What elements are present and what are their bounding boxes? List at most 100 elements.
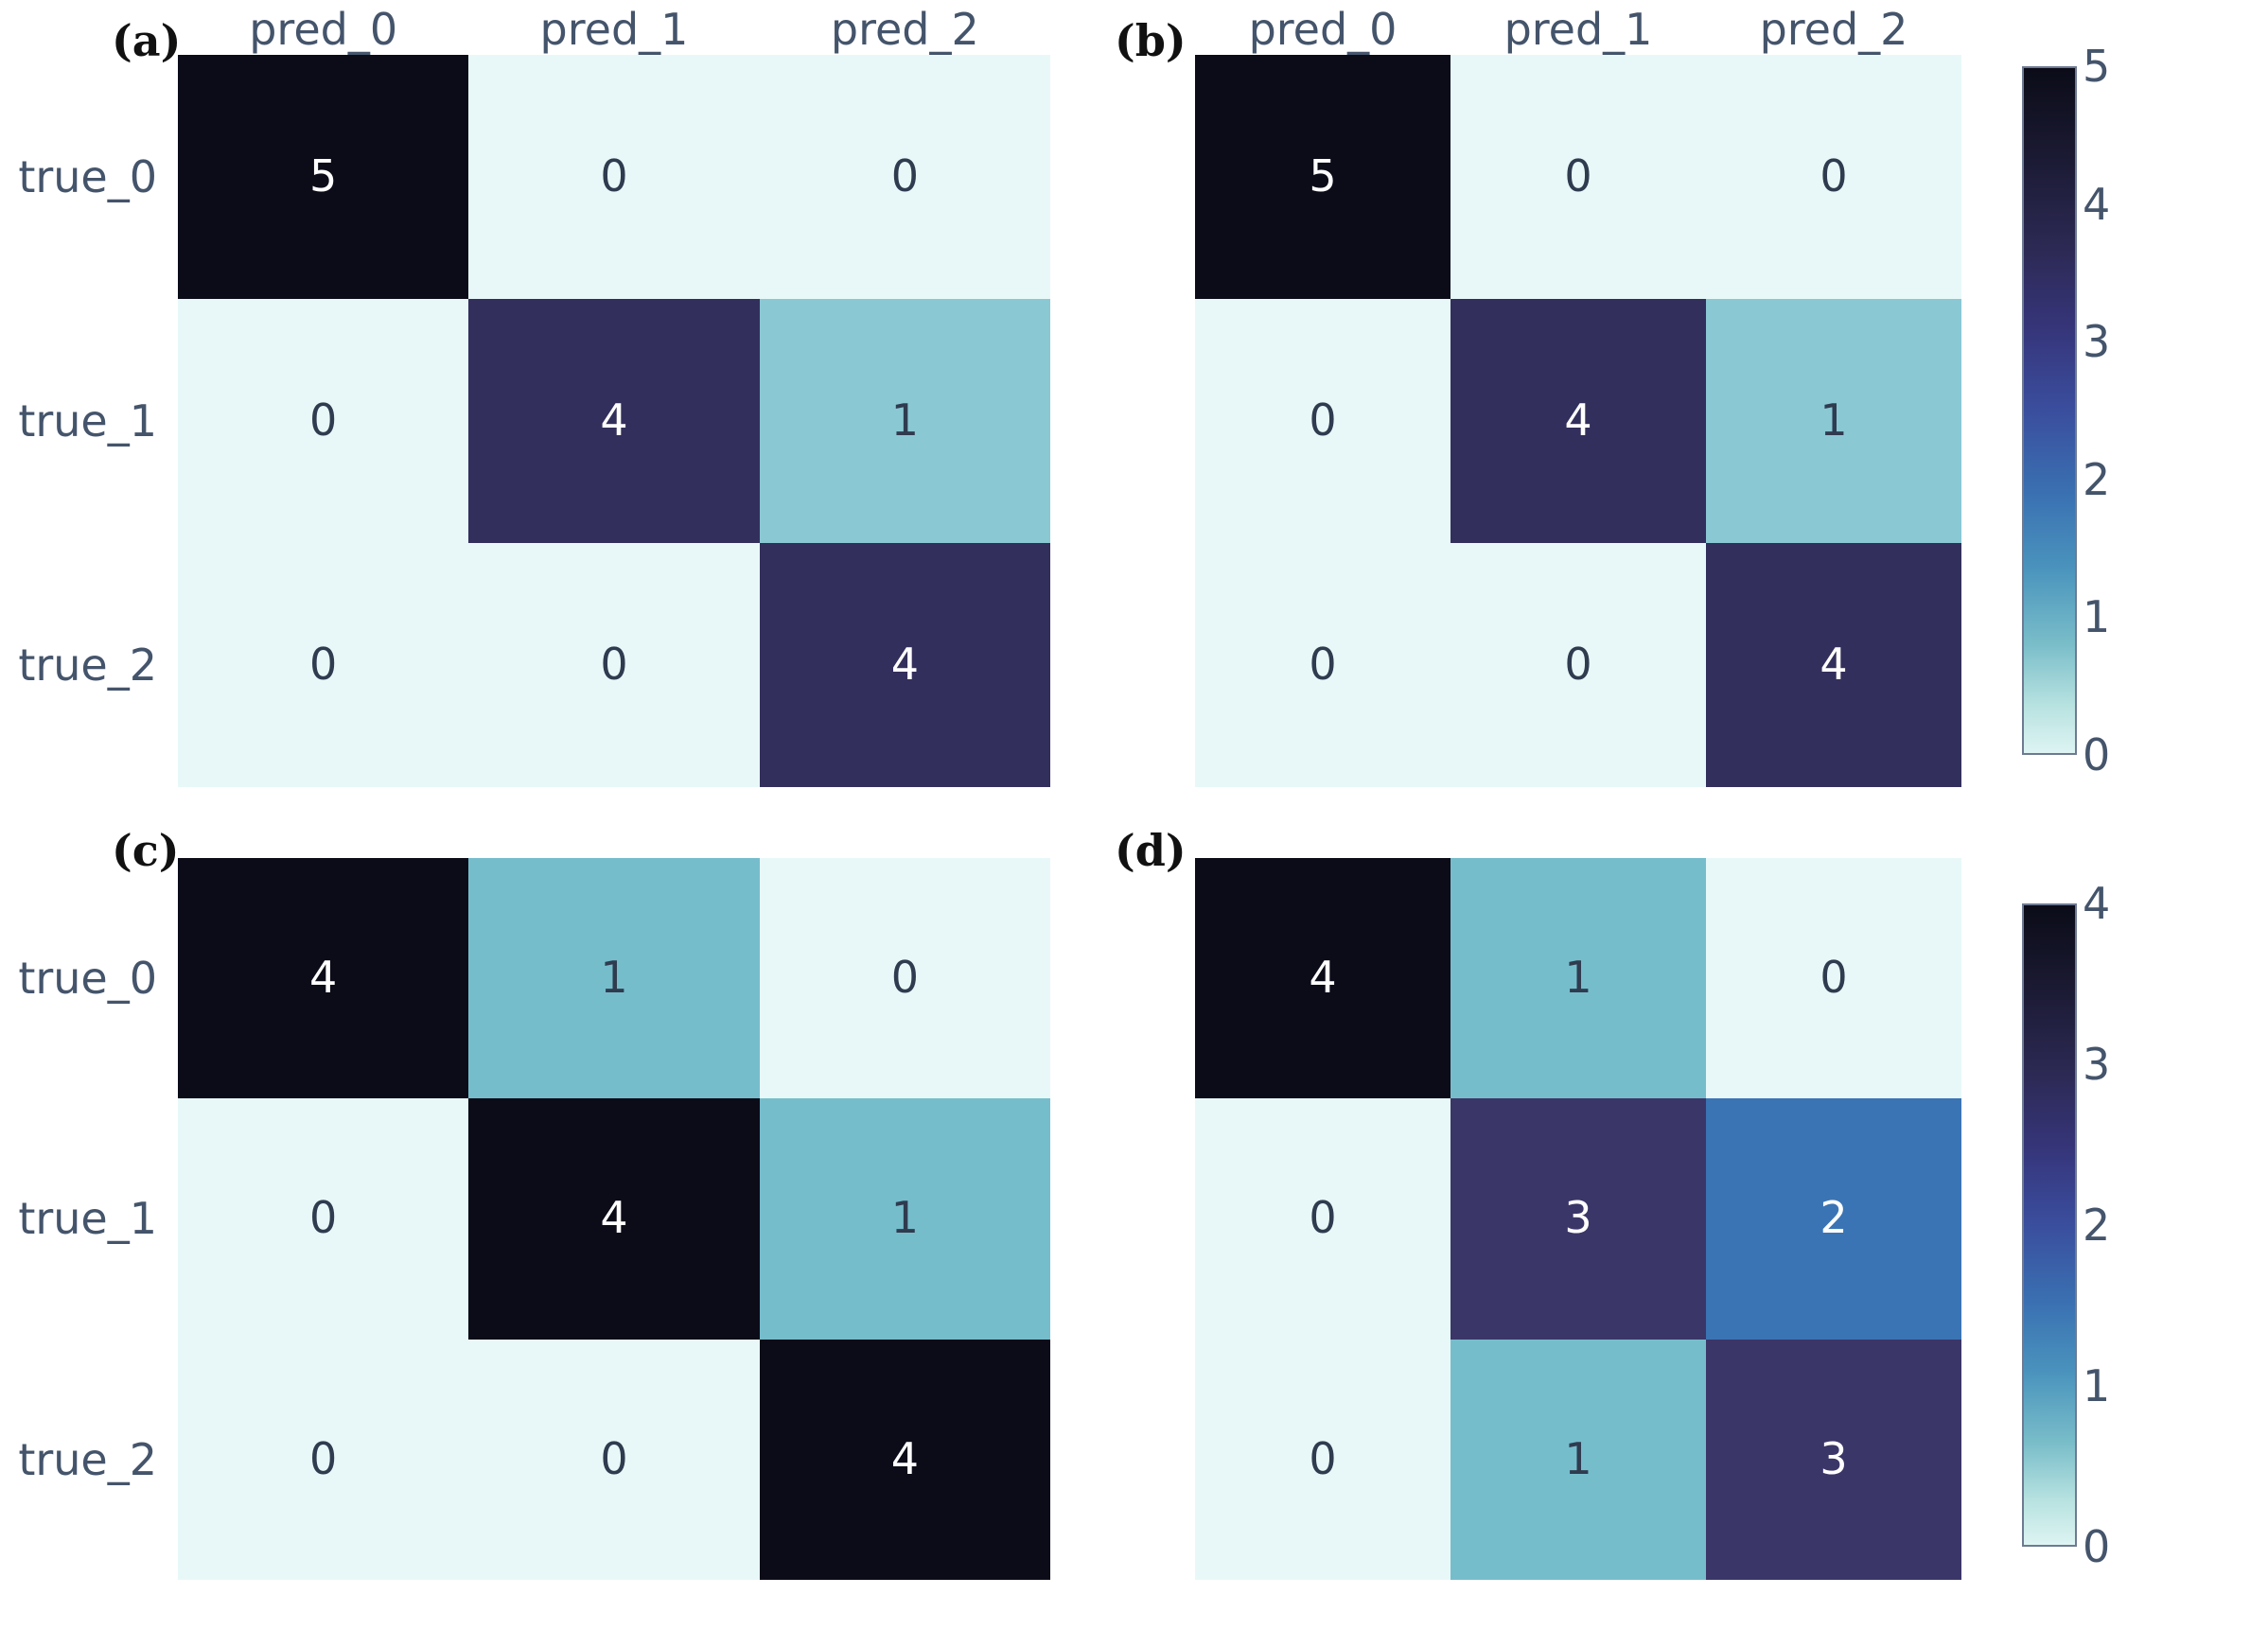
heatmap-cell: 1	[468, 858, 760, 1099]
panel-c-row-label-0: true_0	[18, 953, 157, 1005]
heatmap-cell: 4	[759, 1339, 1050, 1580]
panel-a-heatmap: 5 0 0 0 4 1 0 0 4	[178, 55, 1050, 787]
colorbar-bottom-gradient	[2022, 903, 2077, 1547]
panel-d-tag: (d)	[1115, 825, 1187, 876]
colorbar-top-tick: 5	[2083, 41, 2111, 92]
cell-value: 1	[1564, 1432, 1592, 1484]
heatmap-cell: 0	[1195, 1098, 1450, 1340]
heatmap-cell: 1	[759, 299, 1050, 543]
panel-a-row-label-2: true_2	[18, 640, 157, 691]
cell-value: 4	[600, 1192, 628, 1244]
panel-b-col-label-0: pred_0	[1248, 4, 1398, 55]
panel-a-col-label-1: pred_1	[539, 4, 689, 55]
colorbar-top-tick: 0	[2083, 729, 2111, 780]
heatmap-cell: 0	[1195, 1339, 1450, 1580]
heatmap-cell: 0	[1706, 55, 1961, 299]
cell-value: 0	[890, 952, 919, 1004]
panel-b-col-label-1: pred_1	[1503, 4, 1653, 55]
panel-b-tag: (b)	[1115, 15, 1187, 66]
cell-value: 0	[1564, 150, 1592, 201]
heatmap-cell: 0	[1450, 55, 1706, 299]
panel-b-heatmap: 5 0 0 0 4 1 0 0 4	[1195, 55, 1961, 787]
heatmap-cell: 0	[178, 299, 469, 543]
cell-value: 0	[1309, 1192, 1337, 1244]
cell-value: 4	[890, 1432, 919, 1484]
cell-value: 0	[1820, 150, 1848, 201]
colorbar-top-tick: 3	[2083, 316, 2111, 367]
heatmap-cell: 5	[1195, 55, 1450, 299]
colorbar-top-gradient	[2022, 66, 2077, 755]
colorbar-bottom-tick: 0	[2083, 1521, 2111, 1572]
heatmap-cell: 4	[468, 1098, 760, 1340]
cell-value: 0	[1309, 1432, 1337, 1484]
cell-value: 4	[600, 394, 628, 446]
heatmap-cell: 4	[759, 543, 1050, 787]
heatmap-cell: 0	[759, 55, 1050, 299]
heatmap-cell: 0	[178, 1339, 469, 1580]
cell-value: 0	[1820, 952, 1848, 1004]
cell-value: 2	[1820, 1192, 1848, 1244]
colorbar-bottom-tick: 1	[2083, 1360, 2111, 1411]
heatmap-cell: 4	[1195, 858, 1450, 1099]
cell-value: 0	[1564, 639, 1592, 690]
heatmap-cell: 1	[1450, 1339, 1706, 1580]
colorbar-top-tick: 4	[2083, 179, 2111, 230]
heatmap-cell: 5	[178, 55, 469, 299]
heatmap-cell: 3	[1706, 1339, 1961, 1580]
cell-value: 0	[309, 1192, 338, 1244]
heatmap-cell: 2	[1706, 1098, 1961, 1340]
heatmap-cell: 0	[759, 858, 1050, 1099]
panel-b-col-label-2: pred_2	[1759, 4, 1908, 55]
panel-c-row-label-2: true_2	[18, 1433, 157, 1485]
cell-value: 0	[309, 394, 338, 446]
cell-value: 1	[890, 394, 919, 446]
heatmap-cell: 0	[1195, 543, 1450, 787]
heatmap-cell: 1	[759, 1098, 1050, 1340]
heatmap-cell: 0	[468, 1339, 760, 1580]
cell-value: 0	[890, 150, 919, 201]
cell-value: 3	[1820, 1432, 1848, 1484]
panel-a-tag: (a)	[112, 15, 182, 66]
panel-a-row-label-0: true_0	[18, 151, 157, 202]
colorbar-bottom[interactable]: 4 3 2 1 0	[2022, 882, 2211, 1568]
cell-value: 0	[1309, 394, 1337, 446]
cell-value: 0	[600, 150, 628, 201]
cell-value: 4	[1820, 639, 1848, 690]
panel-c-tag: (c)	[112, 825, 180, 876]
colorbar-top-tick: 2	[2083, 454, 2111, 505]
cell-value: 5	[1309, 150, 1337, 201]
heatmap-cell: 1	[1450, 858, 1706, 1099]
heatmap-cell: 0	[1706, 858, 1961, 1099]
heatmap-cell: 3	[1450, 1098, 1706, 1340]
heatmap-cell: 0	[468, 543, 760, 787]
heatmap-cell: 0	[178, 1098, 469, 1340]
panel-c-heatmap: 4 1 0 0 4 1 0 0 4	[178, 858, 1050, 1580]
cell-value: 0	[600, 639, 628, 690]
heatmap-cell: 4	[1706, 543, 1961, 787]
panel-a-col-label-2: pred_2	[830, 4, 979, 55]
colorbar-bottom-tick: 3	[2083, 1039, 2111, 1090]
cell-value: 4	[1564, 394, 1592, 446]
heatmap-cell: 0	[1450, 543, 1706, 787]
cell-value: 4	[1309, 952, 1337, 1004]
panel-b-column-labels: pred_0 pred_1 pred_2	[1195, 8, 1961, 51]
cell-value: 4	[890, 639, 919, 690]
cell-value: 0	[309, 639, 338, 690]
cell-value: 0	[309, 1432, 338, 1484]
heatmap-cell: 4	[1450, 299, 1706, 543]
heatmap-cell: 0	[468, 55, 760, 299]
cell-value: 4	[309, 952, 338, 1004]
heatmap-cell: 0	[1195, 299, 1450, 543]
panel-c-row-label-1: true_1	[18, 1193, 157, 1245]
heatmap-cell: 4	[468, 299, 760, 543]
cell-value: 1	[890, 1192, 919, 1244]
heatmap-cell: 0	[178, 543, 469, 787]
colorbar-top[interactable]: 5 4 3 2 1 0	[2022, 44, 2211, 777]
cell-value: 1	[1820, 394, 1848, 446]
heatmap-cell: 1	[1706, 299, 1961, 543]
colorbar-top-tick: 1	[2083, 591, 2111, 642]
panel-a-row-label-1: true_1	[18, 395, 157, 447]
cell-value: 5	[309, 150, 338, 201]
cell-value: 1	[1564, 952, 1592, 1004]
